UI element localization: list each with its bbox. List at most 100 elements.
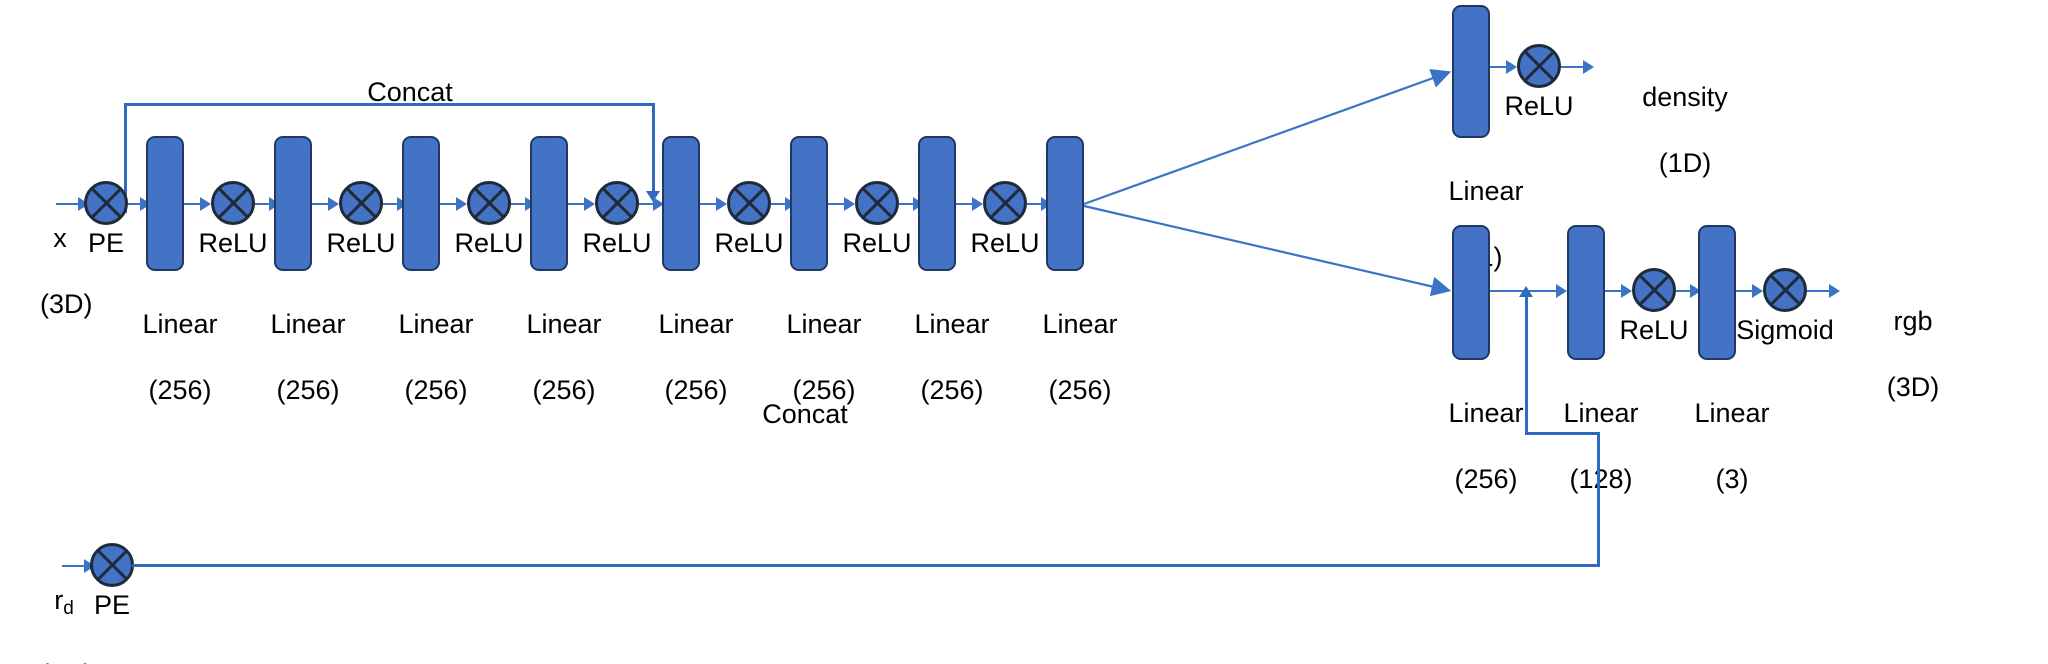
linear-block-2: [274, 136, 312, 271]
linear-caption-8: Linear (256): [1005, 275, 1125, 440]
arrow-linear6-to-relu6-line: [828, 203, 850, 205]
linear-caption-6: Linear (256): [749, 275, 869, 440]
relu-node-7: [983, 181, 1027, 225]
input-rd-label: rd (3D): [10, 551, 93, 664]
arrow-color3-to-sigmoid-head: [1752, 284, 1763, 298]
color-linear-type-3: Linear: [1694, 398, 1770, 428]
concat-label-bottom: Concat: [762, 399, 848, 429]
arrow-relu2-to-linear3-line: [383, 203, 403, 205]
input-x-symbol: x: [53, 223, 67, 253]
linear-type-5: Linear: [658, 309, 734, 339]
pe-node-rd: [90, 543, 134, 587]
color-linear-block-3: [1698, 225, 1736, 360]
arrow-density-relu-to-output-head: [1583, 60, 1594, 74]
color-linear-caption-1: Linear (256): [1411, 364, 1531, 529]
color-relu-node: [1632, 268, 1676, 312]
relu-label-5: ReLU: [714, 228, 784, 258]
density-output-name: density: [1642, 82, 1728, 112]
linear-block-6: [790, 136, 828, 271]
arrow-density-linear-to-relu-head: [1506, 60, 1517, 74]
pe-label-rd: PE: [93, 590, 131, 620]
arrow-color2-to-relu-line: [1605, 290, 1627, 292]
rgb-output-dims: (3D): [1886, 372, 1940, 402]
relu-label-2: ReLU: [326, 228, 396, 258]
color-linear-units-2: (128): [1569, 464, 1633, 494]
color-linear-units-1: (256): [1454, 464, 1518, 494]
relu-label-1: ReLU: [198, 228, 268, 258]
arrow-pe-to-linear1-head: [140, 197, 151, 211]
linear-caption-2: Linear (256): [233, 275, 353, 440]
rgb-output-name: rgb: [1893, 306, 1933, 336]
arrow-relu7-to-linear8-line: [1027, 203, 1047, 205]
linear-type-2: Linear: [270, 309, 346, 339]
density-linear-type: Linear: [1448, 176, 1524, 206]
linear-units-8: (256): [1048, 375, 1112, 405]
arrow-linear4-to-relu4-head: [584, 197, 595, 211]
linear-block-8: [1046, 136, 1084, 271]
linear-caption-4: Linear (256): [489, 275, 609, 440]
arrow-linear4-to-relu4-line: [568, 203, 590, 205]
arrow-relu4-to-linear5-head: [653, 197, 664, 211]
arrow-linear5-to-relu5-head: [716, 197, 727, 211]
color-linear-type-2: Linear: [1563, 398, 1639, 428]
arrow-linear1-to-relu1-head: [200, 197, 211, 211]
arrow-linear3-to-relu3-line: [440, 203, 462, 205]
color-linear-units-3: (3): [1715, 464, 1749, 494]
input-rd-subscript: d: [63, 598, 74, 619]
arrow-color3-to-sigmoid-line: [1736, 290, 1758, 292]
linear-units-3: (256): [404, 375, 468, 405]
linear-units-1: (256): [148, 375, 212, 405]
relu-node-5: [727, 181, 771, 225]
linear-caption-3: Linear (256): [361, 275, 481, 440]
linear-type-1: Linear: [142, 309, 218, 339]
linear-caption-5: Linear (256): [621, 275, 741, 440]
density-relu-node: [1517, 44, 1561, 88]
linear-type-8: Linear: [1042, 309, 1118, 339]
density-output-dims: (1D): [1658, 148, 1712, 178]
linear-block-3: [402, 136, 440, 271]
skip-bottom-into-path-segment: [1525, 296, 1528, 433]
linear-caption-1: Linear (256): [105, 275, 225, 440]
relu-node-2: [339, 181, 383, 225]
relu-node-3: [467, 181, 511, 225]
color-linear-block-1: [1452, 225, 1490, 360]
color-linear-block-2: [1567, 225, 1605, 360]
linear-block-5: [662, 136, 700, 271]
input-x-dims: (3D): [40, 289, 93, 319]
linear-units-5: (256): [664, 375, 728, 405]
sigmoid-node: [1763, 268, 1807, 312]
pe-label-x: PE: [87, 228, 125, 258]
arrow-linear6-to-relu6-head: [844, 197, 855, 211]
skip-top-arrowhead: [646, 191, 660, 202]
linear-units-7: (256): [920, 375, 984, 405]
linear-block-4: [530, 136, 568, 271]
linear-units-2: (256): [276, 375, 340, 405]
rgb-output-label: rgb (3D): [1838, 272, 1958, 437]
linear-units-4: (256): [532, 375, 596, 405]
linear-caption-7: Linear (256): [877, 275, 997, 440]
arrow-pe-to-linear1-line: [128, 203, 146, 205]
arrow-rd-to-pe-line: [62, 565, 86, 567]
skip-top-left-segment: [124, 103, 127, 213]
arrow-linear7-to-relu7-head: [972, 197, 983, 211]
skip-top-horizontal-segment: [124, 103, 654, 106]
input-rd-symbol: rd: [54, 585, 74, 619]
skip-bottom-horizontal-segment: [132, 564, 1600, 567]
density-relu-label: ReLU: [1504, 91, 1574, 121]
relu-label-7: ReLU: [970, 228, 1040, 258]
arrow-density-relu-to-output-line: [1561, 66, 1589, 68]
arrow-relu4-to-linear5-line: [639, 203, 661, 205]
arrow-x-to-pe-head: [78, 197, 89, 211]
arrow-color2-to-relu-head: [1621, 284, 1632, 298]
pe-node-x: [84, 181, 128, 225]
color-linear-type-1: Linear: [1448, 398, 1524, 428]
arrow-linear1-to-relu1-line: [184, 203, 206, 205]
arrow-density-linear-to-relu-line: [1490, 66, 1512, 68]
arrow-x-to-pe-line: [56, 203, 80, 205]
density-linear-block: [1452, 5, 1490, 138]
skip-bottom-riser-segment: [1597, 432, 1600, 565]
arrow-linear5-to-relu5-line: [700, 203, 722, 205]
arrow-color1-to-color2-head: [1556, 284, 1567, 298]
sigmoid-label: Sigmoid: [1736, 315, 1834, 345]
